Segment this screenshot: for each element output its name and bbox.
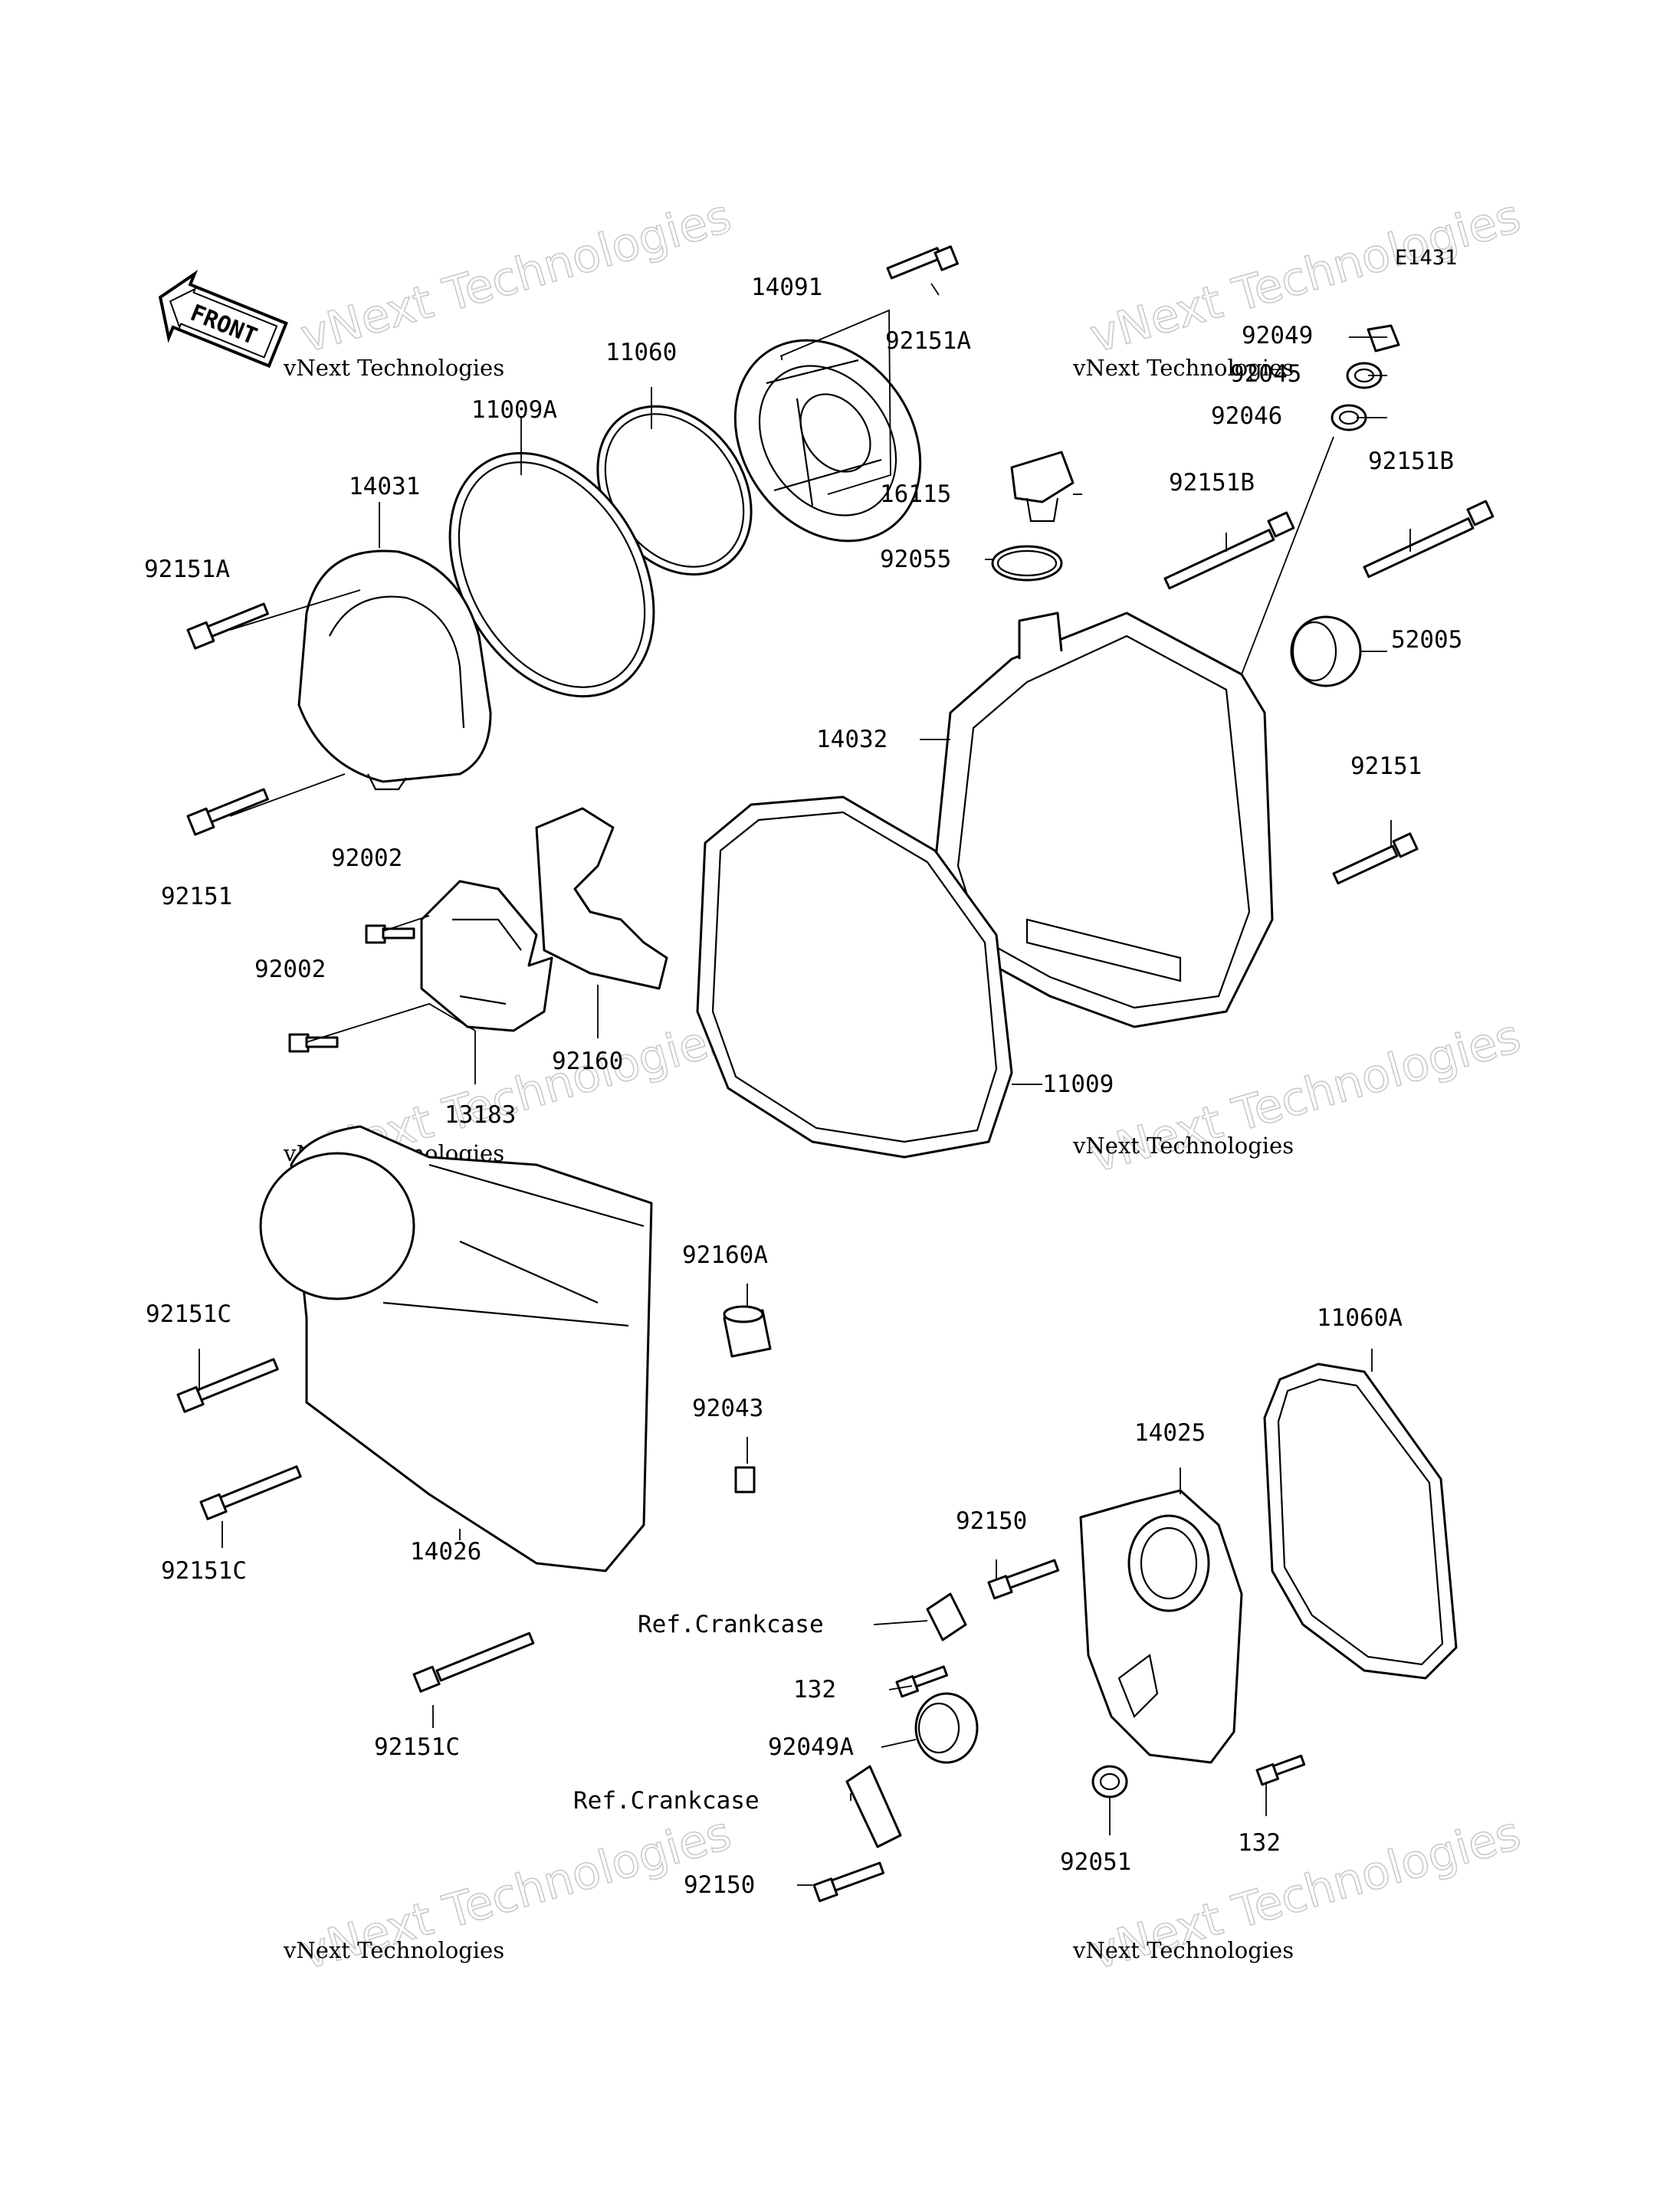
callout-92055: 92055 — [880, 546, 951, 573]
callout-ref-crankcase-a: Ref.Crankcase — [638, 1611, 824, 1638]
watermark-small-text: vNext Technologies — [283, 355, 504, 381]
part-92160-damper — [535, 807, 668, 990]
part-92002-bolt-a — [365, 924, 415, 944]
front-arrow-icon: FRONT — [158, 270, 288, 369]
leader-lines — [199, 283, 1411, 1886]
callout-11060A: 11060A — [1317, 1304, 1403, 1332]
callout-92151C-c: 92151C — [374, 1733, 460, 1761]
part-11060A-gasket — [1263, 1362, 1458, 1680]
bolt-92151-right — [1332, 832, 1419, 885]
bolt-92150-a — [987, 1559, 1060, 1600]
callout-16115: 16115 — [880, 480, 951, 508]
callout-92049: 92049 — [1242, 322, 1313, 349]
watermark-small-text: vNext Technologies — [1072, 355, 1294, 381]
callout-92151-left: 92151 — [161, 883, 232, 910]
callout-92043: 92043 — [692, 1395, 763, 1422]
callout-92150-a: 92150 — [956, 1507, 1027, 1535]
part-92049A-seal — [914, 1692, 979, 1764]
part-14026-cover — [259, 1125, 653, 1572]
watermark-small-text: vNext Technologies — [283, 1937, 504, 1963]
watermark-top-right: vNext Technologies vNext Technologies — [1072, 189, 1527, 381]
callout-132-b: 132 — [1238, 1829, 1281, 1857]
watermark-small-text: vNext Technologies — [1072, 1937, 1294, 1963]
callout-92151B-b: 92151B — [1368, 448, 1454, 475]
callout-132-a: 132 — [793, 1676, 836, 1703]
part-ref-crankcase-clamp-a — [926, 1592, 967, 1641]
part-16115-plug — [1010, 451, 1075, 523]
callout-92002-a: 92002 — [331, 844, 402, 872]
callout-14031: 14031 — [349, 473, 420, 500]
callout-92150-b: 92150 — [684, 1871, 755, 1899]
callout-92160A: 92160A — [682, 1241, 768, 1269]
watermark-bottom-right: vNext Technologies vNext Technologies — [1072, 1806, 1527, 1982]
watermark-mid-right: vNext Technologies vNext Technologies — [1072, 1009, 1527, 1185]
bolt-92151-left — [186, 788, 269, 836]
part-92160A-damper — [723, 1305, 772, 1358]
callout-11060: 11060 — [605, 339, 677, 366]
callout-13183: 13183 — [445, 1101, 516, 1129]
bolt-92151B-a — [1163, 511, 1295, 590]
part-92051-seal — [1091, 1765, 1128, 1799]
part-92043-pin — [734, 1466, 756, 1494]
callout-14032: 14032 — [816, 726, 888, 753]
part-ref-crankcase-clamp-b — [845, 1765, 902, 1848]
part-52005-seal — [1290, 615, 1362, 687]
callout-92151-right: 92151 — [1350, 753, 1422, 780]
callout-14091: 14091 — [751, 274, 822, 301]
bolt-92150-b — [812, 1861, 885, 1903]
bolt-92151C-c — [412, 1631, 535, 1693]
callout-52005: 52005 — [1391, 626, 1462, 654]
callout-92051: 92051 — [1060, 1848, 1131, 1876]
bolt-92151C-b — [199, 1465, 302, 1520]
watermark-big-text: vNext Technologies — [295, 189, 737, 363]
part-14031-cover — [297, 549, 492, 791]
callout-14026: 14026 — [410, 1538, 481, 1566]
bolt-132-a — [895, 1665, 948, 1698]
callout-92160: 92160 — [552, 1048, 623, 1075]
callout-92046: 92046 — [1211, 402, 1282, 430]
part-92049-cap — [1367, 324, 1400, 353]
bolt-92151C-a — [176, 1358, 279, 1413]
callout-ref-crankcase-b: Ref.Crankcase — [573, 1787, 760, 1815]
part-92055-oring — [991, 545, 1063, 582]
part-11009-gasket — [696, 795, 1013, 1159]
callout-14025: 14025 — [1134, 1419, 1206, 1447]
callout-11009A: 11009A — [471, 396, 557, 424]
callout-labels: 14091 92151A 11060 11009A 14031 92151A 9… — [144, 274, 1462, 1899]
part-13183-plate — [420, 880, 553, 1032]
part-14091-cover — [733, 339, 922, 543]
callout-92151A-left: 92151A — [144, 556, 230, 583]
watermark-small-text: vNext Technologies — [1072, 1133, 1294, 1159]
callout-92045: 92045 — [1230, 360, 1301, 388]
watermark-bottom-left: vNext Technologies vNext Technologies — [283, 1806, 737, 1982]
callout-92151C-b: 92151C — [161, 1557, 247, 1585]
bolt-132-b — [1255, 1754, 1306, 1786]
part-14025-cover — [1079, 1489, 1243, 1764]
callout-92049A: 92049A — [768, 1733, 854, 1761]
callout-11009: 11009 — [1042, 1071, 1114, 1098]
bolt-92151A-top — [886, 245, 959, 280]
callout-92151B-a: 92151B — [1169, 469, 1255, 497]
callout-92151A-top: 92151A — [885, 327, 971, 355]
part-92002-bolt-b — [288, 1033, 339, 1053]
bolt-92151B-b — [1363, 500, 1495, 579]
callout-92151C-a: 92151C — [146, 1300, 231, 1328]
callout-92002-b: 92002 — [254, 956, 326, 983]
diagram-code: E1431 — [1395, 246, 1457, 270]
bolt-92151A-left — [186, 602, 269, 650]
